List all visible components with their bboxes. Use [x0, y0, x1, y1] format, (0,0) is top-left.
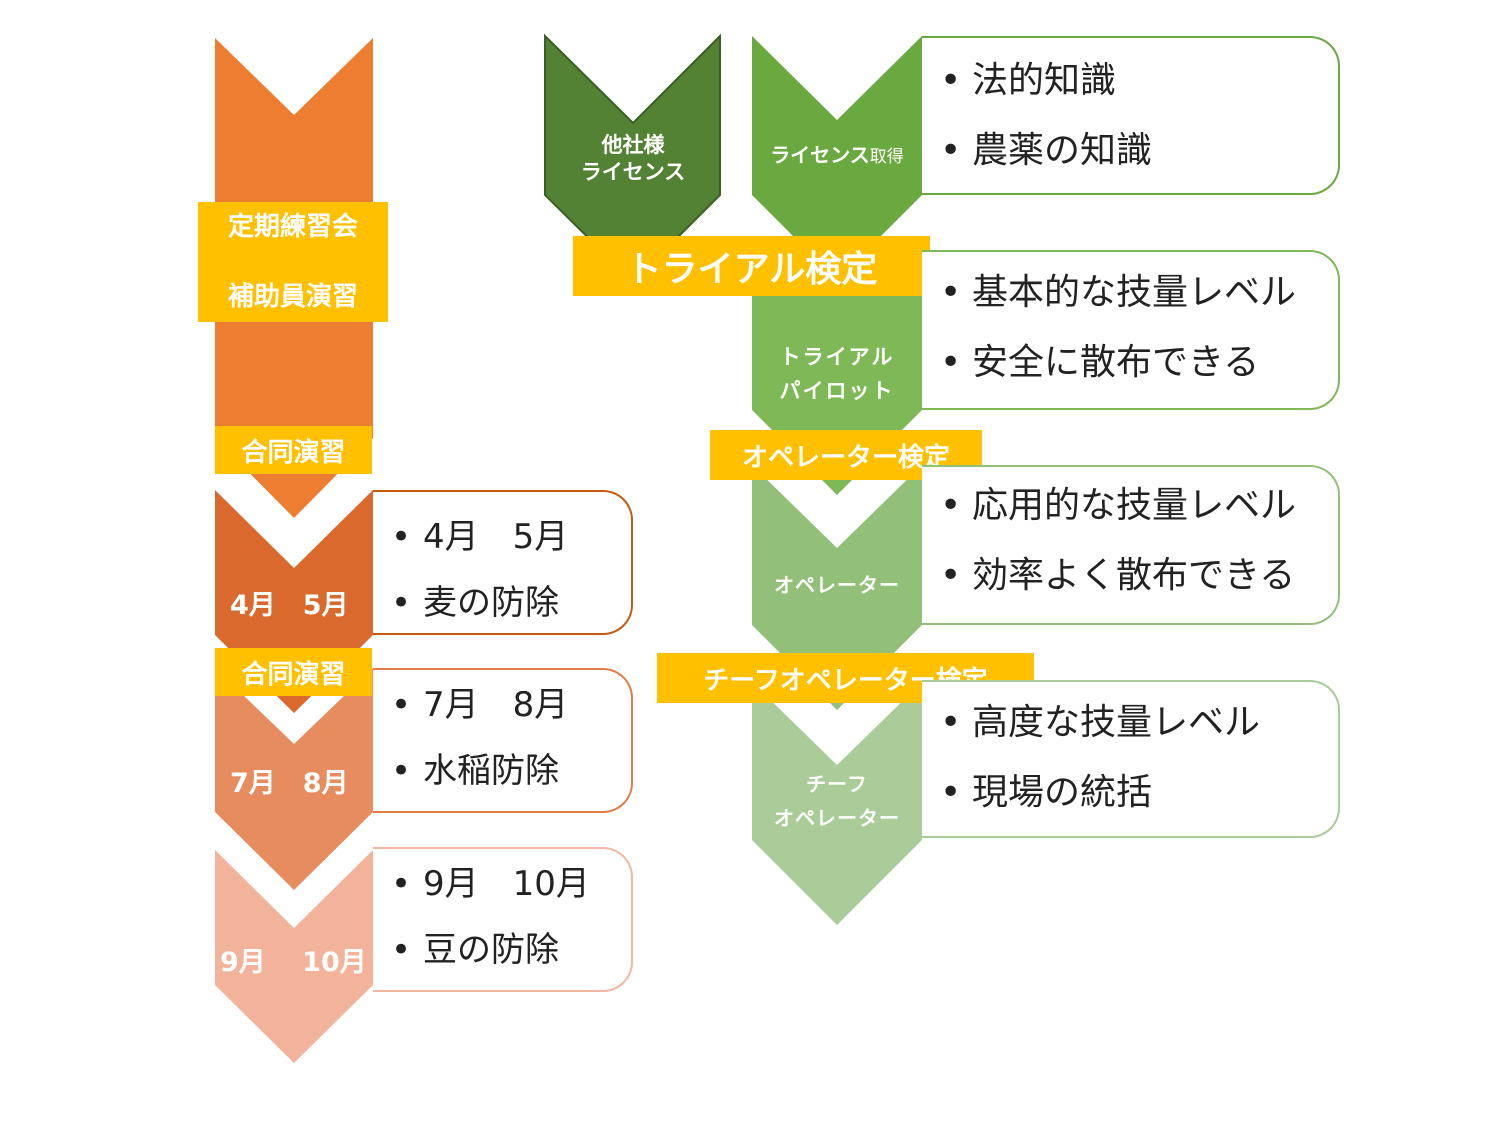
- license-bullet: 農薬の知識: [922, 116, 1338, 186]
- trial-pilot-bullet: 基本的な技量レベル: [922, 258, 1338, 328]
- license-bullet: 法的知識: [922, 46, 1338, 116]
- stage-4-5-chevron-label: 4月 5月: [230, 590, 349, 621]
- chief-bullet: 高度な技量レベル: [922, 688, 1338, 758]
- trial-pilot-line2: パイロット: [779, 379, 895, 403]
- operator-bullet: 応用的な技量レベル: [922, 471, 1338, 541]
- operator-exam-label: オペレーター検定: [741, 442, 950, 473]
- stage-4-5-box: 4月 5月 麦の防除: [373, 490, 633, 636]
- license-label-main: ライセンス: [770, 143, 870, 167]
- stage-9-10-bullet: 豆の防除: [373, 917, 631, 983]
- trial-pilot-label: トライアル パイロット: [752, 340, 922, 408]
- license-label-small: 取得: [869, 147, 904, 167]
- trial-pilot-box: 基本的な技量レベル 安全に散布できる: [922, 250, 1340, 410]
- chief-chevron: [752, 682, 922, 925]
- license-chevron-label: ライセンス取得: [752, 142, 922, 168]
- other-license-line2: ライセンス: [580, 160, 686, 185]
- stage-9-10-bullet: 9月 10月: [373, 851, 631, 917]
- stage-7-8-bullet: 7月 8月: [373, 672, 631, 738]
- stage-7-8-chevron-label: 7月 8月: [230, 768, 349, 799]
- joint-exercise-banner-2: 合同演習: [215, 648, 372, 696]
- operator-box: 応用的な技量レベル 効率よく散布できる: [922, 465, 1340, 625]
- license-chevron: [752, 36, 922, 280]
- stage-4-5-bullet: 麦の防除: [373, 570, 631, 636]
- operator-bullet: 効率よく散布できる: [922, 541, 1338, 611]
- chief-chevron-label: チーフ オペレーター: [752, 767, 922, 835]
- stage-9-10-chevron: [215, 850, 373, 1063]
- joint-exercise-label-1: 合同演習: [241, 437, 346, 468]
- operator-chevron: [752, 465, 922, 710]
- joint-exercise-banner-1: 合同演習: [215, 426, 372, 474]
- trial-pilot-line1: トライアル: [779, 345, 895, 369]
- stage-9-10-chevron-label: 9月 10月: [220, 947, 367, 978]
- other-license-line1: 他社様: [601, 133, 665, 157]
- trial-pilot-bullet: 安全に散布できる: [922, 328, 1338, 398]
- stage-7-8-bullet: 水稲防除: [373, 738, 631, 804]
- practice-line2: 補助員演習: [227, 282, 358, 312]
- stage-4-5-bullet: 4月 5月: [373, 504, 631, 570]
- stage-7-8-box: 7月 8月 水稲防除: [373, 668, 633, 813]
- other-license-chevron: [544, 33, 721, 284]
- practice-line1: 定期練習会: [227, 212, 358, 242]
- chief-bullet: 現場の統括: [922, 758, 1338, 828]
- chief-box: 高度な技量レベル 現場の統括: [922, 680, 1340, 838]
- license-box: 法的知識 農薬の知識: [922, 36, 1340, 195]
- practice-banner: 定期練習会 補助員演習: [198, 202, 388, 322]
- joint-exercise-label-2: 合同演習: [241, 659, 346, 690]
- stage-7-8-chevron: [215, 668, 373, 890]
- trial-exam-banner: トライアル検定: [573, 236, 930, 296]
- trial-exam-label: トライアル検定: [625, 249, 878, 290]
- chief-line2: オペレーター: [774, 806, 900, 830]
- stage-9-10-box: 9月 10月 豆の防除: [373, 847, 633, 992]
- operator-chevron-label: オペレーター: [774, 573, 900, 597]
- other-license-label: 他社様 ライセンス: [555, 132, 711, 187]
- chief-line1: チーフ: [806, 772, 868, 796]
